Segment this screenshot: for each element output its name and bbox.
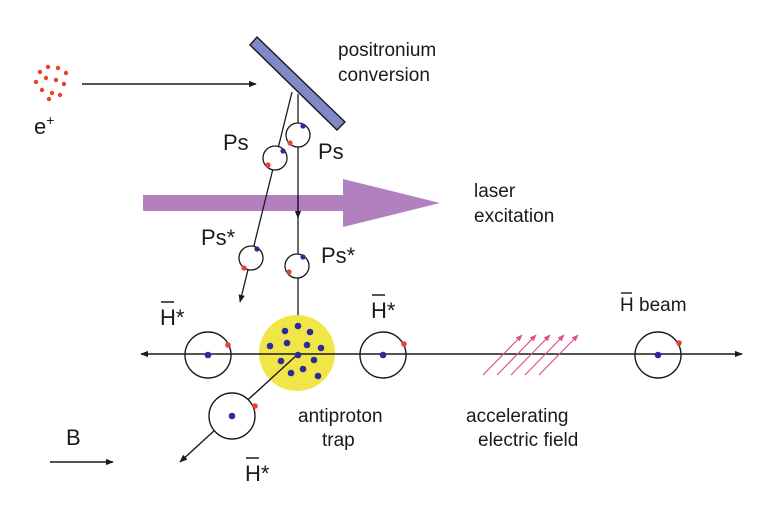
electric-field-arrows (482, 334, 579, 376)
ps-star-label-right: Ps* (321, 243, 356, 268)
ps-star-label-left: Ps* (201, 225, 236, 250)
ps-star-atom (284, 253, 310, 279)
conversion-label: conversion (338, 65, 430, 86)
accelerating-label: accelerating (466, 406, 568, 427)
b-field-label: B (66, 425, 81, 450)
svg-text:H*: H* (245, 461, 270, 486)
ps-label-right: Ps (318, 139, 344, 164)
ps-atom (262, 145, 288, 171)
positron-cloud (33, 64, 69, 102)
hbar-star-atom (184, 331, 232, 379)
ps-label-left: Ps (223, 130, 249, 155)
hbar-star-atom (208, 392, 258, 440)
positronium-label: positronium (338, 40, 436, 61)
positron-label: e+ (34, 112, 54, 139)
hbar-star-label-left: H* (160, 301, 185, 330)
electric-field-label: electric field (478, 430, 578, 451)
antiprotons (266, 322, 325, 380)
laser-label: laser (474, 181, 516, 202)
ps-atom (285, 122, 311, 148)
svg-text:H*: H* (160, 305, 185, 330)
hbar-beam-atom (634, 331, 682, 379)
hbar-star-label-bottom: H* (245, 457, 270, 486)
excitation-label: excitation (474, 206, 554, 227)
conversion-target (249, 35, 346, 131)
hbar-star-label-mid: H* (371, 294, 396, 323)
antiproton-label: antiproton (298, 406, 383, 427)
hbar-star-atom (359, 331, 407, 379)
svg-text:H beam: H beam (620, 295, 687, 316)
trap-label: trap (322, 430, 355, 451)
laser-arrow (143, 179, 440, 227)
ps-star-atom (238, 245, 264, 271)
hbar-beam-label: H beam (620, 292, 687, 316)
svg-text:H*: H* (371, 298, 396, 323)
